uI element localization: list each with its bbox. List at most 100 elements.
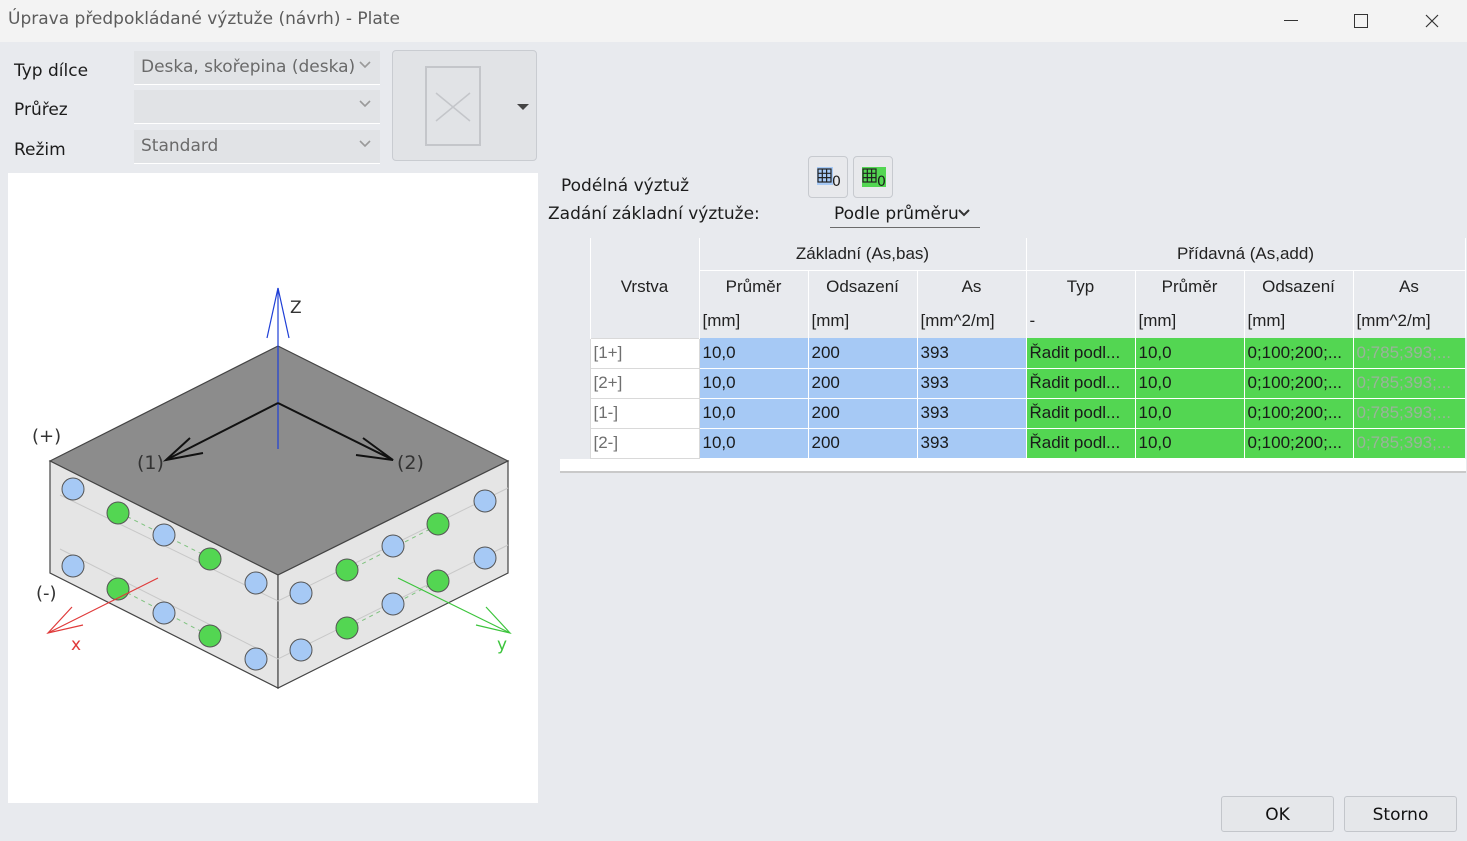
cell-prumer2[interactable]: 10,0 <box>1135 428 1245 459</box>
table-row[interactable]: [2-] 10,0 200 393 Řadit podl... 10,0 0;1… <box>560 427 1465 459</box>
rebar-dots <box>61 477 497 671</box>
cell-prumer2[interactable]: 10,0 <box>1135 368 1245 399</box>
z-axis-label: Z <box>290 298 302 318</box>
table-row[interactable]: [2+] 10,0 200 393 Řadit podl... 10,0 0;1… <box>560 367 1465 399</box>
blue-grid-icon <box>817 167 833 185</box>
cell-typ[interactable]: Řadit podl... <box>1026 428 1136 459</box>
typ-dilce-value: Deska, skořepina (deska) <box>141 57 356 77</box>
cell-prumer[interactable]: 10,0 <box>699 428 809 459</box>
col-odsazeni-header[interactable]: Odsazení <box>808 270 918 304</box>
col-vrstva-header[interactable]: Vrstva <box>590 270 700 304</box>
rezim-label: Režim <box>14 140 66 160</box>
cell-as2[interactable]: 0;785;393;... <box>1353 338 1465 369</box>
table-row[interactable]: [1+] 10,0 200 393 Řadit podl... 10,0 0;1… <box>560 337 1465 369</box>
cell-prumer[interactable]: 10,0 <box>699 338 809 369</box>
col-odsazeni2-header[interactable]: Odsazení <box>1244 270 1354 304</box>
typ-dilce-select[interactable]: Deska, skořepina (deska) <box>134 51 380 85</box>
col-prumer2-header[interactable]: Průměr <box>1135 270 1245 304</box>
cell-vrstva[interactable]: [1+] <box>589 337 700 369</box>
col-typ-header[interactable]: Typ <box>1026 270 1136 304</box>
x-axis-label: x <box>71 635 81 655</box>
cell-as2[interactable]: 0;785;393;... <box>1353 398 1465 429</box>
cell-as[interactable]: 393 <box>917 368 1027 399</box>
cell-as2[interactable]: 0;785;393;... <box>1353 368 1465 399</box>
plate-3d-diagram: Z (1) (2) (+) (-) x y <box>32 287 512 689</box>
unit-prumer2: [mm] <box>1135 304 1245 338</box>
cell-vrstva[interactable]: [2+] <box>589 367 700 399</box>
cell-prumer2[interactable]: 10,0 <box>1135 398 1245 429</box>
cell-as[interactable]: 393 <box>917 428 1027 459</box>
col-as2-header[interactable]: As <box>1353 270 1466 304</box>
reinforcement-diagram: Z (1) (2) (+) (-) x y <box>8 173 538 803</box>
cell-odsazeni2[interactable]: 0;100;200;... <box>1244 368 1354 399</box>
chevron-down-icon <box>958 209 970 217</box>
unit-odsazeni: [mm] <box>808 304 918 338</box>
reinforcement-table: Základní (As,bas) Přídavná (As,add) Vrst… <box>560 238 1466 459</box>
table-row[interactable]: [1-] 10,0 200 393 Řadit podl... 10,0 0;1… <box>560 397 1465 429</box>
basic-reinforcement-toggle[interactable]: 0 <box>808 156 848 198</box>
chevron-down-icon <box>359 61 371 69</box>
additional-reinforcement-toggle[interactable]: 0 <box>853 156 893 198</box>
cell-typ[interactable]: Řadit podl... <box>1026 338 1136 369</box>
unit-as2: [mm^2/m] <box>1353 304 1466 338</box>
empty-preview-icon <box>425 66 481 146</box>
right-face <box>277 460 509 689</box>
base-input-label: Zadání základní výztuže: <box>548 204 760 224</box>
storno-button[interactable]: Storno <box>1344 796 1457 832</box>
base-input-select[interactable]: Podle průměru <box>830 200 980 228</box>
close-button[interactable] <box>1397 0 1467 42</box>
close-icon <box>1425 14 1439 28</box>
unit-as: [mm^2/m] <box>917 304 1027 338</box>
group-basic-header: Základní (As,bas) <box>699 238 1027 271</box>
base-input-value: Podle průměru <box>834 204 959 224</box>
unit-odsazeni2: [mm] <box>1244 304 1354 338</box>
chevron-down-icon <box>359 100 371 108</box>
cell-as[interactable]: 393 <box>917 338 1027 369</box>
blue-grid-subscript: 0 <box>832 174 841 190</box>
maximize-button[interactable] <box>1326 0 1396 42</box>
col-prumer-header[interactable]: Průměr <box>699 270 809 304</box>
y-axis-label: y <box>497 635 507 655</box>
plus-side-label: (+) <box>32 426 61 447</box>
cell-odsazeni[interactable]: 200 <box>808 368 918 399</box>
cell-odsazeni[interactable]: 200 <box>808 398 918 429</box>
ok-button[interactable]: OK <box>1221 796 1334 832</box>
table-footer-strip <box>560 459 1466 473</box>
chevron-down-icon <box>359 140 371 148</box>
group-add-header: Přídavná (As,add) <box>1026 238 1466 271</box>
cell-odsazeni[interactable]: 200 <box>808 428 918 459</box>
group-header-row: Základní (As,bas) Přídavná (As,add) <box>560 238 1466 271</box>
unit-typ: - <box>1026 304 1136 338</box>
green-grid-subscript: 0 <box>877 174 886 190</box>
rezim-value: Standard <box>141 136 219 156</box>
cell-odsazeni2[interactable]: 0;100;200;... <box>1244 428 1354 459</box>
cell-odsazeni[interactable]: 200 <box>808 338 918 369</box>
section-preview-dropdown[interactable] <box>392 50 537 161</box>
cell-prumer[interactable]: 10,0 <box>699 368 809 399</box>
longitudinal-heading: Podélná výztuž <box>561 176 690 196</box>
col-as-header[interactable]: As <box>917 270 1027 304</box>
cell-typ[interactable]: Řadit podl... <box>1026 368 1136 399</box>
unit-row: [mm] [mm] [mm^2/m] - [mm] [mm] [mm^2/m] <box>560 304 1466 338</box>
rezim-select[interactable]: Standard <box>134 130 380 164</box>
prurez-select[interactable] <box>134 90 380 124</box>
cell-as[interactable]: 393 <box>917 398 1027 429</box>
cell-odsazeni2[interactable]: 0;100;200;... <box>1244 338 1354 369</box>
typ-dilce-label: Typ dílce <box>14 61 89 81</box>
prurez-label: Průřez <box>14 100 68 120</box>
green-grid-icon <box>862 167 886 187</box>
dropdown-arrow-icon <box>517 104 529 110</box>
cell-vrstva[interactable]: [2-] <box>589 427 700 459</box>
minimize-button[interactable] <box>1256 0 1326 42</box>
unit-prumer: [mm] <box>699 304 809 338</box>
column-header-row: Vrstva Průměr Odsazení As Typ Průměr Ods… <box>560 270 1466 304</box>
cell-as2[interactable]: 0;785;393;... <box>1353 428 1465 459</box>
title-bar: Úprava předpokládané výztuže (návrh) - P… <box>0 0 1467 42</box>
cell-typ[interactable]: Řadit podl... <box>1026 398 1136 429</box>
direction-2-label: (2) <box>397 452 424 474</box>
cell-vrstva[interactable]: [1-] <box>589 397 700 429</box>
cell-odsazeni2[interactable]: 0;100;200;... <box>1244 398 1354 429</box>
minimize-icon <box>1284 20 1298 21</box>
cell-prumer[interactable]: 10,0 <box>699 398 809 429</box>
cell-prumer2[interactable]: 10,0 <box>1135 338 1245 369</box>
